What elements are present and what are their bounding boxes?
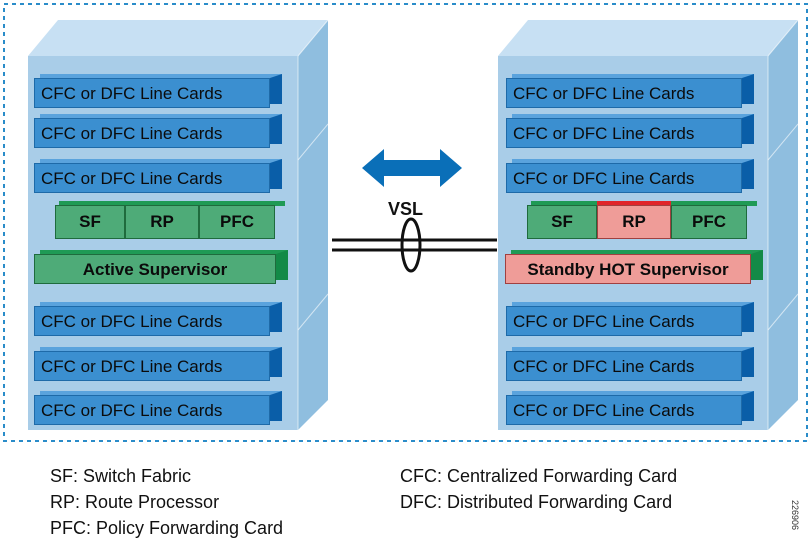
supervisor-cap xyxy=(40,250,288,254)
card-side xyxy=(270,159,282,189)
card-top xyxy=(512,391,754,395)
double-arrow-icon xyxy=(362,149,462,187)
supervisor-label: Active Supervisor xyxy=(34,254,276,284)
left-line-card-5: CFC or DFC Line Cards xyxy=(34,347,282,381)
card-top xyxy=(40,159,282,163)
module-cap xyxy=(59,201,285,206)
card-side xyxy=(742,302,754,332)
right-line-card-5: CFC or DFC Line Cards xyxy=(506,347,754,381)
card-label: CFC or DFC Line Cards xyxy=(506,395,742,425)
left-line-card-1: CFC or DFC Line Cards xyxy=(34,74,282,108)
card-top xyxy=(40,302,282,306)
etherchannel-bundle-icon xyxy=(400,217,422,273)
right-sf-module: SF xyxy=(527,205,597,239)
right-supervisor-modules: SF RP PFC xyxy=(527,201,757,241)
card-side xyxy=(742,347,754,377)
card-side xyxy=(270,114,282,144)
card-label: CFC or DFC Line Cards xyxy=(506,78,742,108)
right-line-card-6: CFC or DFC Line Cards xyxy=(506,391,754,425)
card-top xyxy=(512,347,754,351)
right-pfc-module: PFC xyxy=(671,205,747,239)
card-top xyxy=(40,347,282,351)
left-line-card-2: CFC or DFC Line Cards xyxy=(34,114,282,148)
supervisor-label: Standby HOT Supervisor xyxy=(505,254,751,284)
left-active-supervisor: Active Supervisor xyxy=(34,250,288,284)
card-side xyxy=(742,114,754,144)
legend-sf: SF: Switch Fabric xyxy=(50,466,192,486)
card-top xyxy=(512,302,754,306)
left-line-card-6: CFC or DFC Line Cards xyxy=(34,391,282,425)
left-line-card-3: CFC or DFC Line Cards xyxy=(34,159,282,193)
supervisor-cap xyxy=(511,250,763,254)
vsl-label: VSL xyxy=(388,199,424,219)
legend-dfc: DFC: Distributed Forwarding Card xyxy=(400,492,673,512)
right-standby-supervisor: Standby HOT Supervisor xyxy=(505,250,763,284)
card-label: CFC or DFC Line Cards xyxy=(506,163,742,193)
right-line-card-4: CFC or DFC Line Cards xyxy=(506,302,754,336)
right-line-card-3: CFC or DFC Line Cards xyxy=(506,159,754,193)
card-side xyxy=(742,159,754,189)
card-side xyxy=(270,347,282,377)
card-label: CFC or DFC Line Cards xyxy=(34,351,270,381)
left-supervisor-modules: SF RP PFC xyxy=(55,201,285,241)
card-label: CFC or DFC Line Cards xyxy=(506,118,742,148)
card-top xyxy=(512,159,754,163)
left-line-card-4: CFC or DFC Line Cards xyxy=(34,302,282,336)
legend-cfc: CFC: Centralized Forwarding Card xyxy=(400,466,678,486)
card-label: CFC or DFC Line Cards xyxy=(34,306,270,336)
card-top xyxy=(40,74,282,78)
supervisor-side xyxy=(751,250,763,280)
card-side xyxy=(270,391,282,421)
right-line-card-1: CFC or DFC Line Cards xyxy=(506,74,754,108)
supervisor-side xyxy=(276,250,288,280)
card-top xyxy=(40,391,282,395)
card-side xyxy=(270,74,282,104)
card-label: CFC or DFC Line Cards xyxy=(506,351,742,381)
card-label: CFC or DFC Line Cards xyxy=(34,118,270,148)
rp-cap xyxy=(597,201,671,206)
card-label: CFC or DFC Line Cards xyxy=(34,395,270,425)
card-side xyxy=(742,74,754,104)
legend-rp: RP: Route Processor xyxy=(50,492,220,512)
module-cap xyxy=(531,201,597,206)
module-cap xyxy=(671,201,757,206)
left-rp-module: RP xyxy=(125,205,199,239)
card-side xyxy=(270,302,282,332)
legend-pfc: PFC: Policy Forwarding Card xyxy=(50,518,284,538)
card-top xyxy=(512,114,754,118)
left-sf-module: SF xyxy=(55,205,125,239)
right-line-card-2: CFC or DFC Line Cards xyxy=(506,114,754,148)
card-label: CFC or DFC Line Cards xyxy=(34,78,270,108)
card-side xyxy=(742,391,754,421)
figure-id: 226906 xyxy=(790,500,800,531)
card-label: CFC or DFC Line Cards xyxy=(34,163,270,193)
card-label: CFC or DFC Line Cards xyxy=(506,306,742,336)
left-pfc-module: PFC xyxy=(199,205,275,239)
card-top xyxy=(40,114,282,118)
card-top xyxy=(512,74,754,78)
right-rp-module: RP xyxy=(597,205,671,239)
